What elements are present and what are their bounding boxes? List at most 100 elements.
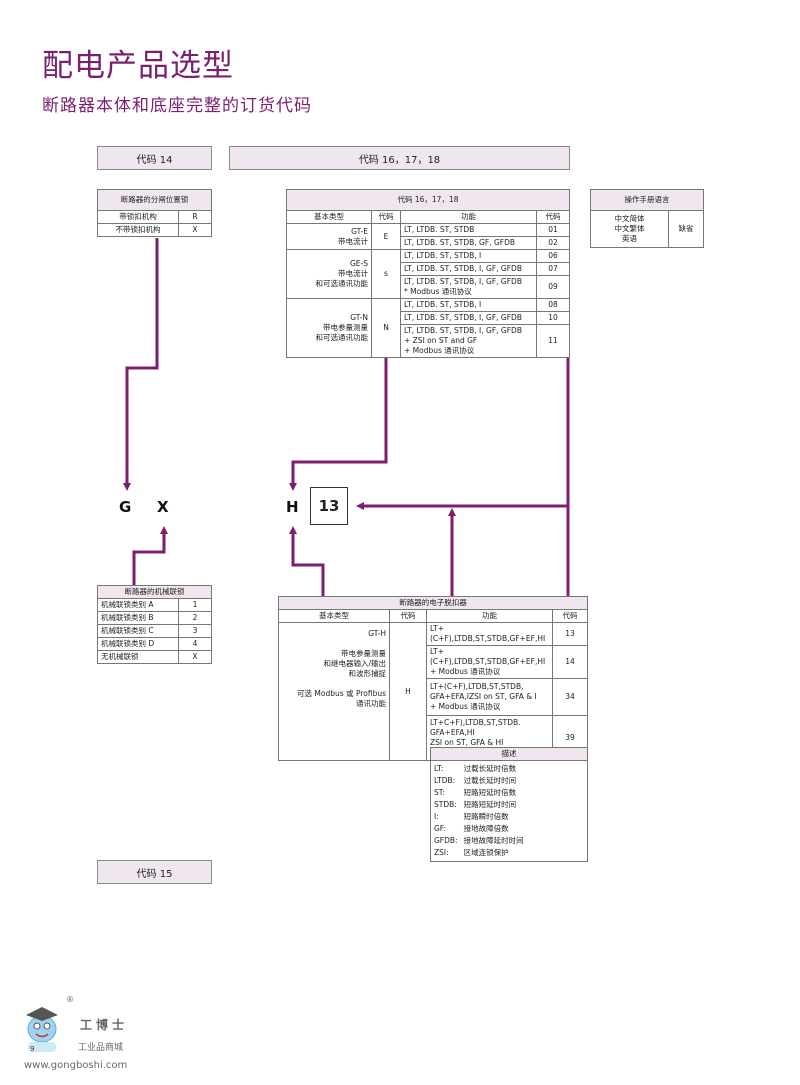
function-cell: LT+ (C+F),LTDB,ST,STDB,GF+EF,HI + Modbus… <box>426 645 553 679</box>
type-line: 带电流计 <box>338 236 368 246</box>
function-code: 01 <box>536 223 570 237</box>
lock-code: R <box>178 210 212 224</box>
mascot-icon <box>26 1007 58 1052</box>
interlock-code: X <box>178 650 212 664</box>
interlock-title: 断路器的机械联锁 <box>97 585 212 599</box>
desc-text: 短路短延时时间 <box>463 800 517 809</box>
table-row: LT, LTDB. ST, STDB, I, GF, GFDB + ZSI on… <box>287 324 570 358</box>
desc-abbr: I: <box>434 812 439 821</box>
lock-label: 不带锁扣机构 <box>97 223 179 237</box>
type-line: 带电参量测量 <box>323 323 368 332</box>
list-item: LT: 过载长延时倍数 <box>431 761 588 776</box>
desc-text: 过载长延时时间 <box>463 776 517 785</box>
type-line: GT-E <box>351 226 368 236</box>
column-header: 代码 <box>389 609 427 623</box>
table-row: 不带锁扣机构 X <box>97 223 212 237</box>
desc-text: 区域连锁保护 <box>463 848 509 857</box>
desc-text: 过载长延时倍数 <box>463 764 517 773</box>
description-title: 描述 <box>430 747 588 761</box>
type-line: 带电流计 <box>338 269 368 278</box>
function-cell: LT, LTDB. ST, STDB, GF, GFDB <box>400 236 537 250</box>
arrow-lock-to-g <box>123 238 159 491</box>
list-item: STDB: 短路短延时时间 <box>431 799 588 811</box>
lock-label: 带锁扣机构 <box>97 210 179 224</box>
arrow-table-to-h <box>289 356 388 491</box>
table-row: LT, LTDB. ST, STDB, GF, GFDB 02 <box>287 236 570 250</box>
table-row: GT-E 带电流计 E LT, LTDB. ST, STDB 01 <box>286 223 570 250</box>
list-item: GF:接地故障倍数 <box>431 823 588 835</box>
column-header: 基本类型 <box>286 210 372 224</box>
column-header: 基本类型 <box>278 609 390 623</box>
function-code: 11 <box>536 324 570 358</box>
function-code: 13 <box>552 622 588 646</box>
position-lock-table: 断路器的分闸位置锁 带锁扣机构 R 不带锁扣机构 X <box>97 189 212 237</box>
function-code: 34 <box>552 678 588 716</box>
type-line: 和可选通讯功能 <box>315 333 369 342</box>
page-subtitle: 断路器本体和底座完整的订货代码 <box>42 96 312 116</box>
column-header: 代码 <box>371 210 401 224</box>
interlock-label: 机械联锁类别 B <box>97 611 179 625</box>
function-cell: LT, LTDB. ST, STDB <box>400 223 537 237</box>
type-line: 和可选通讯功能 <box>315 279 369 288</box>
desc-text: 短路短延时倍数 <box>463 788 517 797</box>
type-line: GT-N <box>350 313 368 322</box>
interlock-code: 4 <box>178 637 212 651</box>
desc-abbr: LT: <box>434 764 444 773</box>
function-cell: LT, LTDB. ST, STDB, I <box>400 298 537 312</box>
type-cell: GT-E 带电流计 <box>286 223 372 250</box>
position-lock-title: 断路器的分闸位置锁 <box>97 189 212 211</box>
function-code: 08 <box>536 298 570 312</box>
function-cell: LT, LTDB. ST, STDB, I <box>400 249 537 263</box>
type-cell: GT-N 带电参量测量 和可选通讯功能 <box>286 298 372 358</box>
function-cell: LT, LTDB. ST, STDB, I, GF, GFDB <box>400 262 537 276</box>
brand-tagline: 工业品商城 <box>78 1043 124 1053</box>
function-code: 02 <box>536 236 570 250</box>
trip-type-cell: GT-H 带电参量测量 和继电器输入/输出 和波形捕捉 可选 Modbus 或 … <box>278 622 390 761</box>
list-item: LTDB:过载长延时时间 <box>431 775 588 787</box>
table-row: LT+ (C+F),LTDB,ST,STDB,GF+EF,HI + Modbus… <box>279 645 588 679</box>
function-cell: LT, LTDB. ST, STDB, I, GF, GFDB <box>400 311 537 325</box>
code15-box: 代码 15 <box>97 860 212 884</box>
order-code-g: G <box>119 498 132 516</box>
arrow-interlock-to-x <box>132 526 168 585</box>
interlock-label: 机械联锁类别 D <box>97 637 179 651</box>
column-header: 功能 <box>426 609 553 623</box>
code161718-box: 代码 16，17，18 <box>229 146 570 170</box>
function-code: 14 <box>552 645 588 679</box>
mascot-logo <box>18 995 78 1055</box>
column-header: 功能 <box>400 210 537 224</box>
table-header-row: 基本类型 代码 功能 代码 <box>278 609 588 623</box>
type-code: s <box>371 249 401 299</box>
interlock-label: 无机械联锁 <box>97 650 179 664</box>
type-cell: GE-S 带电流计 和可选通讯功能 <box>286 249 372 299</box>
desc-text: 短路瞬时倍数 <box>463 812 509 821</box>
main-code-table: 代码 16，17，18 基本类型 代码 功能 代码 GT-E 带电流计 E LT… <box>286 189 570 358</box>
function-cell: LT+ (C+F),LTDB,ST,STDB,GF+EF,HI <box>426 622 553 646</box>
table-row: GT-H 带电参量测量 和继电器输入/输出 和波形捕捉 可选 Modbus 或 … <box>278 622 588 761</box>
table-row: GE-S 带电流计 和可选通讯功能 s LT, LTDB. ST, STDB, … <box>286 249 570 299</box>
order-code-13-box: 13 <box>310 487 348 525</box>
order-code-h: H <box>286 498 299 516</box>
trip-unit-title: 断路器的电子脱扣器 <box>278 596 588 610</box>
watermark-url: www.gongboshi.com <box>24 1060 128 1071</box>
table-header-row: 基本类型 代码 功能 代码 <box>286 210 570 224</box>
language-list: 中文简体 中文繁体 英语 <box>590 210 669 248</box>
desc-text: 接地故障倍数 <box>463 824 509 833</box>
registered-mark: ® <box>66 995 74 1004</box>
table-row: 带锁扣机构 R <box>97 210 212 224</box>
order-code-x: X <box>157 498 169 516</box>
function-code: 07 <box>536 262 570 276</box>
list-item: I: 短路瞬时倍数 <box>431 811 588 823</box>
type-code: E <box>371 223 401 250</box>
trip-type-code: H <box>389 622 427 761</box>
table-row: LT, LTDB. ST, STDB, I, GF, GFDB 07 <box>287 262 570 276</box>
function-cell: LT, LTDB. ST, STDB, I, GF, GFDB * Modbus… <box>400 275 537 299</box>
table-row: 中文简体 中文繁体 英语 缺省 <box>590 210 704 248</box>
desc-abbr: GFDB: <box>434 836 458 845</box>
desc-abbr: STDB: <box>434 800 457 809</box>
function-code: 09 <box>536 275 570 299</box>
